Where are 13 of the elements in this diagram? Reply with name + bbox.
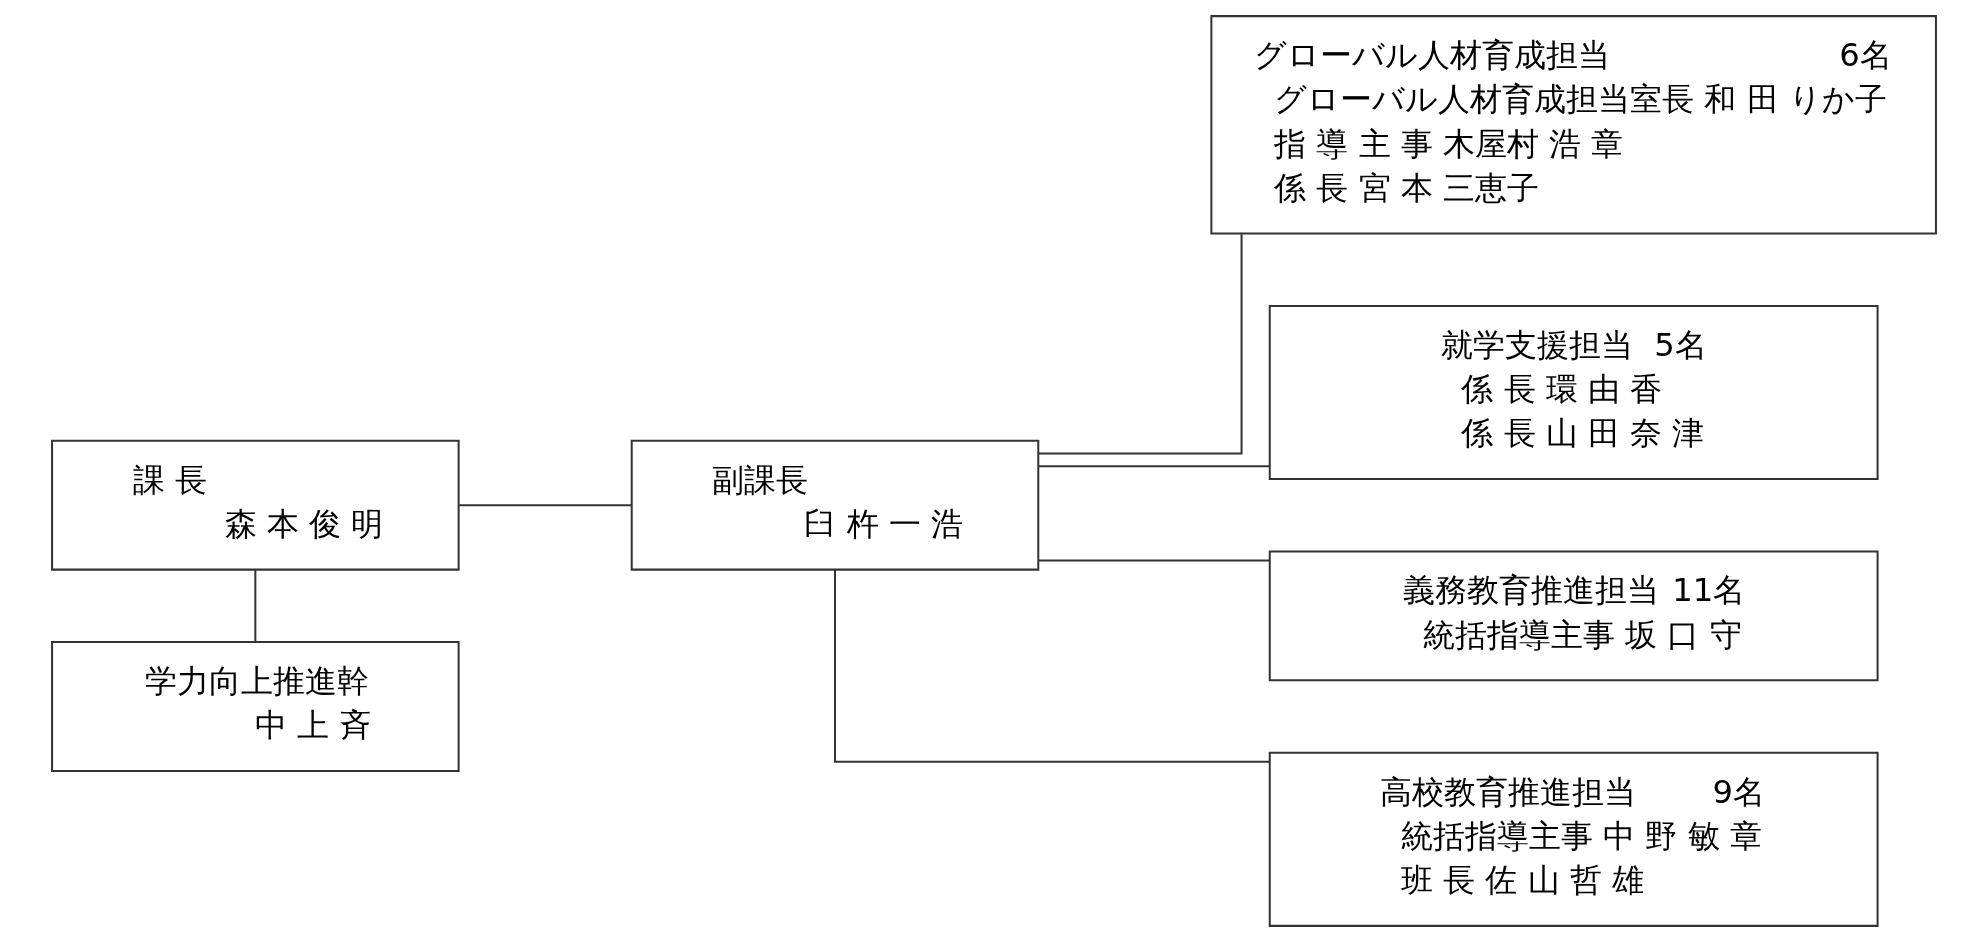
node-box: 課 長 森 本 俊 明: [51, 439, 460, 571]
node-box: グローバル人材育成担当 6名 グローバル人材育成担当室長 和 田 りか子 指 導 主 事 木屋村 浩 章 係 長 宮 本 三恵子: [1210, 15, 1937, 235]
node-box: 副課長 臼 杵 一 浩: [630, 439, 1040, 571]
connector: [458, 504, 631, 507]
connector: [254, 570, 257, 642]
connector: [834, 569, 1270, 763]
connector: [1038, 234, 1243, 455]
node-box: 高校教育推進担当 9名 統括指導主事 中 野 敏 章 班 長 佐 山 哲 雄: [1268, 751, 1879, 927]
node-box: 就学支援担当 5名 係 長 環 由 香 係 長 山 田 奈 津: [1268, 304, 1879, 481]
connector: [1038, 559, 1270, 562]
node-box: 義務教育推進担当 11名 統括指導主事 坂 口 守: [1268, 550, 1879, 682]
connector: [1038, 465, 1270, 468]
node-box: 学力向上推進幹 中 上 斉: [51, 641, 460, 772]
